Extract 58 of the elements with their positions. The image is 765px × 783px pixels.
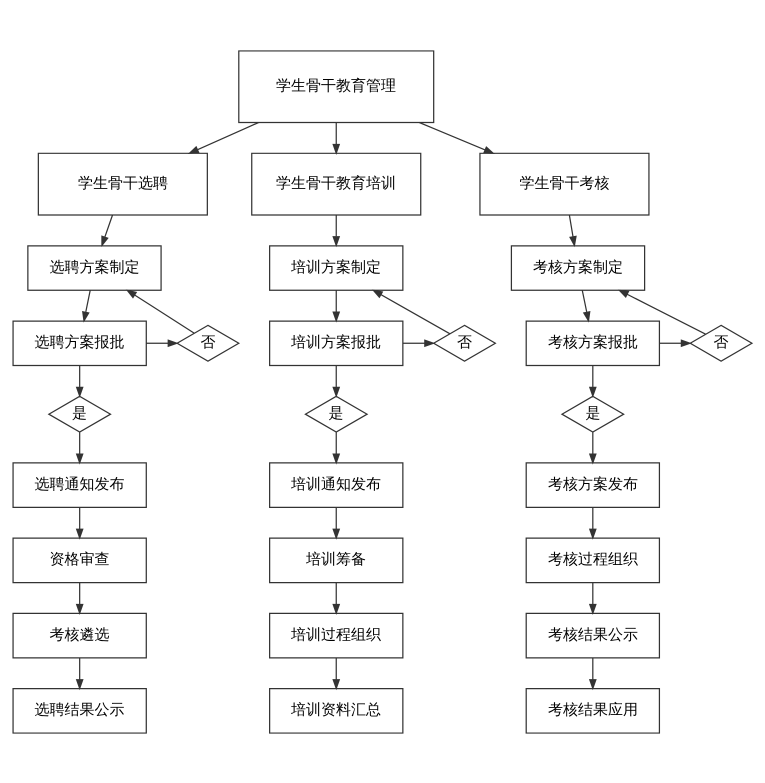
node-box: 考核结果公示 <box>526 612 660 658</box>
node-box: 选聘结果公示 <box>12 688 147 734</box>
node-box: 考核结果应用 <box>526 688 660 734</box>
arrow <box>188 121 259 154</box>
node-box: 培训方案报批 <box>269 320 404 366</box>
node-box: 培训过程组织 <box>269 612 404 658</box>
arrow <box>146 338 179 347</box>
node-diamond: 是 <box>560 395 625 432</box>
arrow <box>588 506 597 540</box>
arrow <box>588 657 597 690</box>
arrow <box>372 288 450 334</box>
arrow <box>618 288 706 334</box>
node-box: 考核遴选 <box>12 612 147 658</box>
arrow <box>332 290 340 322</box>
arrow <box>76 657 84 690</box>
arrow <box>588 432 597 464</box>
node-diamond: 否 <box>689 324 754 362</box>
node-diamond: 否 <box>176 324 240 362</box>
arrow <box>588 582 597 614</box>
node-box: 选聘方案报批 <box>12 320 147 366</box>
node-box: 考核过程组织 <box>526 537 660 583</box>
arrow <box>332 657 340 690</box>
node-box: 考核方案发布 <box>526 462 660 508</box>
arrow <box>659 338 692 347</box>
arrow <box>82 290 91 322</box>
node-box: 考核方案制定 <box>510 244 646 290</box>
node-box: 培训通知发布 <box>269 462 404 508</box>
node-box: 考核方案报批 <box>526 320 660 366</box>
arrow <box>76 582 84 614</box>
node-diamond: 否 <box>432 324 497 362</box>
node-box: 选聘方案制定 <box>27 244 162 290</box>
node-box: 选聘通知发布 <box>12 462 147 508</box>
arrow <box>76 432 84 464</box>
arrow <box>419 121 495 154</box>
node-box: 培训筹备 <box>269 537 404 583</box>
arrow <box>126 288 195 334</box>
arrow <box>332 506 340 540</box>
arrow <box>402 338 436 347</box>
node-diamond: 是 <box>48 395 112 432</box>
arrow <box>332 582 340 614</box>
arrow <box>588 365 597 398</box>
arrow <box>332 122 340 154</box>
arrow <box>568 214 577 247</box>
arrow <box>76 506 84 540</box>
arrow <box>332 214 340 247</box>
node-box: 资格审查 <box>12 537 147 583</box>
node-box: 培训方案制定 <box>269 244 404 290</box>
arrow <box>582 290 590 322</box>
node-box: 学生骨干选聘 <box>38 152 208 216</box>
arrow <box>332 365 340 398</box>
arrow <box>332 432 340 464</box>
arrow <box>76 365 84 398</box>
arrow <box>101 214 114 247</box>
node-box: 学生骨干教育培训 <box>251 152 422 216</box>
node-diamond: 是 <box>304 395 368 432</box>
node-box: 培训资料汇总 <box>269 688 404 734</box>
node-box: 学生骨干教育管理 <box>238 50 434 123</box>
node-box: 学生骨干考核 <box>479 152 650 216</box>
